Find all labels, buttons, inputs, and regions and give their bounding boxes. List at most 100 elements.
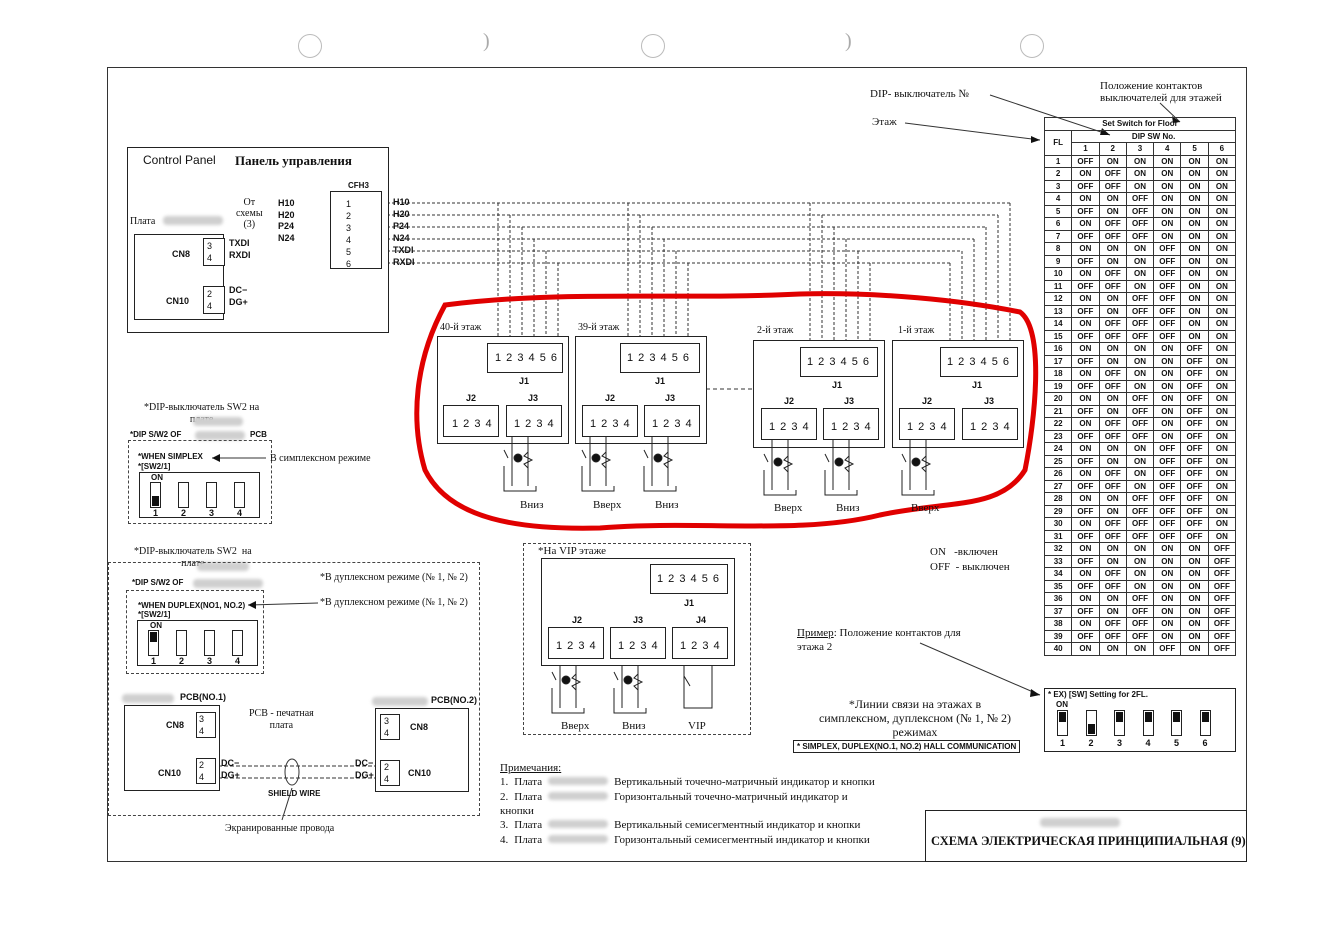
dc-minus-label: DC− [229,285,248,295]
j3-pins: 1 2 3 4 [970,421,1011,433]
table-switch-cell: ON [1207,454,1237,468]
rxd-label: RXDI [229,250,251,260]
table-switch-cell: ON [1125,567,1155,581]
table-switch-cell: ON [1071,617,1100,631]
cfh3-label: CFH3 [348,181,369,190]
table-switch-cell: ON [1180,267,1209,281]
table-switch-cell: OFF [1180,367,1209,381]
table-switch-cell: ON [1180,179,1209,193]
table-switch-cell: ON [1180,229,1209,243]
table-switch-cell: OFF [1153,317,1182,331]
table-floor-cell: 26 [1043,467,1073,481]
note-number: 2. [500,791,509,803]
j2-connector [582,405,638,437]
table-switch-cell: ON [1180,629,1209,643]
duplex-dip-label: *DIP S/W2 OF [132,578,184,587]
pcb2-cn10-pins: 2 4 [384,761,389,785]
pcb1-dc-plus: DG+ [221,770,240,780]
table-switch-cell: ON [1207,292,1237,306]
vip-j3-label: J3 [633,615,644,625]
table-floor-cell: 12 [1043,292,1073,306]
table-switch-cell: ON [1125,179,1155,193]
example-setting-label: * EX) [SW] Setting for 2FL. [1048,690,1148,699]
table-floor-cell: 30 [1043,517,1073,531]
table-switch-cell: OFF [1153,467,1182,481]
table-floor-cell: 11 [1043,279,1073,293]
table-switch-cell: OFF [1098,417,1127,431]
table-switch-cell: ON [1153,379,1182,393]
table-switch-cell: ON [1207,392,1237,406]
table-switch-cell: ON [1071,267,1100,281]
table-switch-cell: OFF [1071,229,1100,243]
floor-callout: Этаж [872,116,897,128]
comm-box: * SIMPLEX, DUPLEX(NO.1, NO.2) HALL COMMU… [793,740,1021,753]
table-switch-cell: ON [1098,342,1127,356]
table-switch-cell: ON [1153,604,1182,618]
table-switch-cell: OFF [1207,554,1237,568]
floor-title: 40-й этаж [440,322,482,333]
cfh3-connector [330,191,382,269]
simplex-arrow-note: В симплексном режиме [270,453,371,464]
vip-title: *На VIP этаже [538,545,607,557]
example-switch-5 [1171,710,1182,736]
floor-title: 1-й этаж [898,325,935,336]
table-switch-cell: ON [1153,404,1182,418]
table-switch-cell: OFF [1125,292,1155,306]
table-switch-cell: ON [1071,592,1100,606]
table-switch-cell: ON [1207,517,1237,531]
table-floor-cell: 5 [1043,204,1073,218]
note-board: Плата [514,834,543,846]
table-switch-cell: ON [1207,267,1237,281]
example-switch-num: 1 [1060,738,1066,748]
notes-title-text: Примечания [500,762,559,774]
table-switch-cell: ON [1098,242,1127,256]
table-floor-cell: 20 [1043,392,1073,406]
table-floor-cell: 37 [1043,604,1073,618]
punch-hole [1020,34,1044,58]
table-floor-cell: 23 [1043,429,1073,443]
redacted-board-id [193,417,243,426]
table-switch-cell: ON [1207,254,1237,268]
simplex-pcb-label: PCB [250,430,267,439]
note-board: Плата [514,791,543,803]
table-switch-cell: OFF [1071,329,1100,343]
table-switch-cell: OFF [1180,442,1209,456]
table-switch-cell: ON [1153,342,1182,356]
table-switch-cell: OFF [1125,404,1155,418]
table-switch-cell: ON [1207,417,1237,431]
table-switch-cell: OFF [1098,229,1127,243]
cfh3-pin-1: 1 [346,199,352,209]
cn8-connector [203,238,225,266]
bus-h10: H10 [393,197,410,207]
table-switch-cell: ON [1180,279,1209,293]
table-col-header: 3 [1125,142,1155,156]
table-switch-cell: OFF [1180,504,1209,518]
table-switch-cell: OFF [1071,404,1100,418]
pcb1-cn8-connector [196,712,216,738]
table-switch-cell: OFF [1071,354,1100,368]
note-number: 3. [500,819,509,831]
simplex-sw: *[SW2/1] [138,462,171,471]
table-title: Set Switch for Floor [1044,117,1236,131]
table-switch-cell: ON [1207,467,1237,481]
table-switch-cell: ON [1180,642,1209,656]
cfh3-pin-6: 6 [346,259,352,269]
table-switch-cell: OFF [1180,429,1209,443]
pcb1-cn8: CN8 [166,720,185,730]
button-label-up: Вверх [911,502,940,514]
table-switch-cell: OFF [1153,292,1182,306]
pin: 4 [199,772,205,782]
table-floor-cell: 19 [1043,379,1073,393]
example-switch-4 [1142,710,1154,736]
table-switch-cell: OFF [1180,517,1209,531]
bus-rxdi: RXDI [393,257,415,267]
